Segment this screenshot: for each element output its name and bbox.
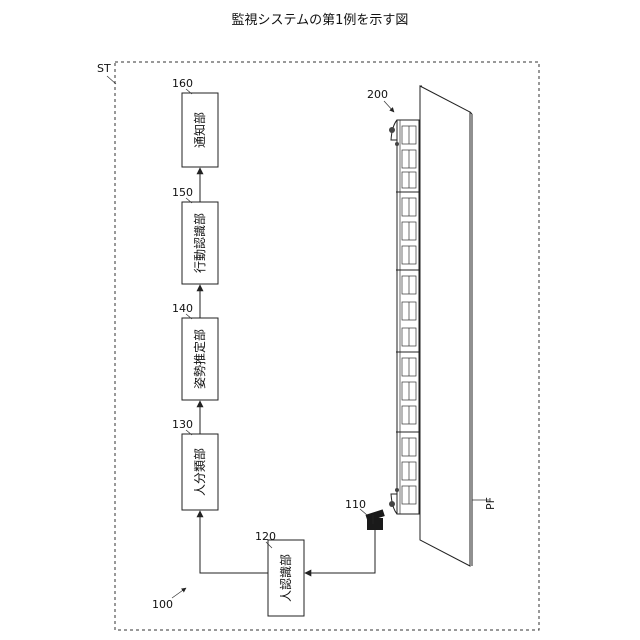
system-ref-label: 100	[152, 598, 173, 611]
block-person-recog-label: 人認識部	[278, 554, 293, 602]
platform	[420, 86, 472, 566]
block-notify-label: 通知部	[192, 112, 207, 148]
arrow-110-to-120	[305, 530, 375, 573]
train	[389, 120, 420, 514]
block-classify: 人分類部 130	[172, 418, 218, 510]
block-classify-label: 人分類部	[192, 448, 207, 496]
block-action-recog-label: 行動認識部	[192, 213, 207, 273]
block-person-recog-num: 120	[255, 530, 276, 543]
platform-label: PF	[484, 497, 497, 510]
station-boundary	[115, 62, 539, 630]
block-action-recog-num: 150	[172, 186, 193, 199]
block-classify-num: 130	[172, 418, 193, 431]
station-ref-label: ST	[97, 62, 111, 75]
block-notify: 通知部 160	[172, 77, 218, 167]
block-pose-est: 姿勢推定部 140	[172, 302, 218, 400]
block-pose-est-num: 140	[172, 302, 193, 315]
block-pose-est-label: 姿勢推定部	[192, 329, 207, 389]
figure-title: 監視システムの第1例を示す図	[232, 12, 409, 28]
train-num-leader	[384, 101, 394, 112]
block-notify-num: 160	[172, 77, 193, 90]
camera-num: 110	[345, 498, 366, 511]
train-num: 200	[367, 88, 388, 101]
camera-icon	[366, 509, 385, 530]
system-ref-arrow	[172, 588, 186, 598]
block-action-recog: 行動認識部 150	[172, 186, 218, 284]
